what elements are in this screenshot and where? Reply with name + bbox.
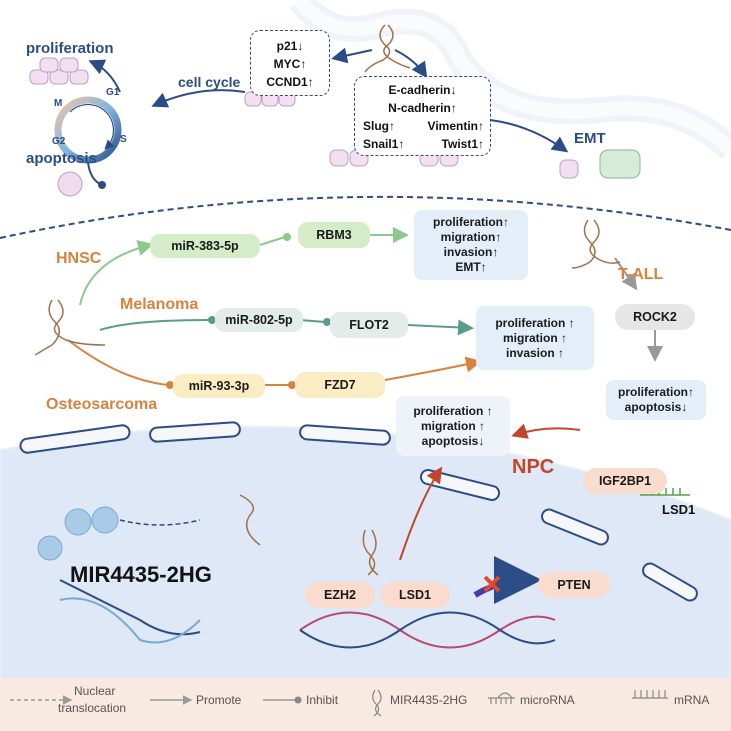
proliferation-label: proliferation	[26, 40, 114, 57]
emt-slug: Slug↑	[363, 119, 395, 133]
outcome-tall-2: apoptosis↓	[624, 400, 688, 414]
gene-myc: MYC↑	[273, 57, 307, 71]
lncrna-icon	[364, 24, 411, 73]
pten-box: PTEN	[538, 572, 610, 598]
emt-gene-arrow	[394, 49, 428, 79]
outcome-melanoma: proliferation ↑ migration ↑ invasion ↑	[476, 306, 594, 370]
legend-translocation-text: translocation	[58, 701, 127, 715]
lncrna-tall-icon	[571, 219, 621, 269]
outcome-hnsc-3: invasion↑	[443, 245, 499, 259]
cell-cluster-emt	[329, 149, 641, 179]
outcome-hnsc-2: migration↑	[440, 230, 502, 244]
npc-arrow	[511, 423, 581, 439]
cell-cycle-label: cell cycle	[178, 74, 241, 90]
fzd7-box: FZD7	[295, 372, 385, 398]
legend-nuclear-text: Nuclear	[74, 684, 116, 698]
legend-inhibit-text: Inhibit	[306, 693, 339, 707]
mir93-box: miR-93-3p	[173, 374, 265, 398]
cell-cluster-prolif	[29, 57, 89, 85]
lsd1-npc-label: LSD1	[662, 502, 696, 517]
legend-microrna-icon	[488, 692, 515, 704]
ezh2-box: EZH2	[305, 582, 375, 608]
outcome-tall-1: proliferation↑	[617, 385, 694, 399]
tall-label: T-ALL	[618, 266, 664, 283]
legend-mrna-text: mRNA	[674, 693, 710, 707]
emt-marker-box: E-cadherin↓ N-cadherin↑ Slug↑ Snail1↑ Vi…	[354, 76, 491, 156]
cell-membrane	[0, 195, 731, 239]
legend-lnc-icon	[372, 689, 382, 717]
phase-s: S	[120, 134, 127, 145]
phase-m: M	[54, 98, 63, 109]
cell-cycle-ring	[54, 96, 122, 164]
outcome-npc: proliferation ↑ migration ↑ apoptosis↓	[396, 396, 510, 456]
emt-vimentin: Vimentin↑	[427, 119, 484, 133]
emt-twist: Twist1↑	[441, 137, 484, 151]
lncrna-mid-icon	[34, 299, 106, 356]
emt-arrow	[489, 119, 569, 153]
apoptosis-label: apoptosis	[26, 150, 97, 167]
gene-ccnd1: CCND1↑	[266, 75, 314, 89]
outcome-melanoma-2: migration ↑	[502, 330, 567, 345]
gene-p21: p21↓	[276, 39, 304, 53]
outcome-tall: proliferation↑ apoptosis↓	[606, 380, 706, 420]
rbm3-box: RBM3	[298, 222, 370, 248]
middle-pathways	[67, 227, 663, 389]
pten-block-icon	[473, 556, 542, 605]
igf2bp1-box: IGF2BP1	[583, 468, 667, 494]
legend-microrna-text: microRNA	[520, 693, 575, 707]
lncrna-title: MIR4435-2HG	[70, 562, 212, 587]
emt-ncadherin: N-cadherin↑	[388, 101, 457, 115]
chromatin	[37, 506, 201, 644]
outcome-npc-2: migration ↑	[420, 418, 485, 433]
lncrna-nucleus-icon	[239, 494, 379, 576]
emt-snail: Snail1↑	[363, 137, 405, 151]
mir383-box: miR-383-5p	[150, 234, 260, 258]
outcome-hnsc-1: proliferation↑	[432, 215, 509, 229]
outcome-hnsc: proliferation↑ migration↑ invasion↑ EMT↑	[414, 210, 528, 280]
proliferation-arrow	[88, 59, 121, 93]
legend-bar	[0, 678, 731, 731]
rock2-box: ROCK2	[615, 304, 695, 330]
npc-label: NPC	[512, 456, 555, 478]
outcome-melanoma-1: proliferation ↑	[495, 315, 575, 330]
phase-g1: G1	[106, 87, 120, 98]
outcome-npc-3: apoptosis↓	[421, 433, 485, 448]
melanoma-label: Melanoma	[120, 296, 199, 313]
dna-helix	[299, 611, 556, 649]
phase-g2: G2	[52, 136, 66, 147]
outcome-hnsc-4: EMT↑	[455, 260, 487, 274]
hnsc-label: HNSC	[56, 250, 102, 267]
lsd1-box: LSD1	[380, 582, 450, 608]
endoplasmic-reticulum	[289, 0, 731, 160]
flot2-box: FLOT2	[330, 312, 408, 338]
emt-label: EMT	[574, 130, 606, 147]
nucleus-arrow	[399, 466, 443, 561]
emt-ecadherin: E-cadherin↓	[388, 83, 457, 97]
outcome-npc-1: proliferation ↑	[413, 403, 493, 418]
legend-promote-text: Promote	[196, 693, 242, 707]
legend-lnc-text: MIR4435-2HG	[390, 693, 468, 707]
gene-box: p21↓ MYC↑ CCND1↑	[250, 30, 330, 96]
gene-arrow	[331, 47, 373, 64]
cellcycle-arrow	[151, 89, 246, 108]
cell-cluster-apoptosis	[57, 171, 83, 197]
legend-mrna-icon	[632, 690, 668, 699]
outcome-melanoma-3: invasion ↑	[505, 345, 564, 360]
mir802-box: miR-802-5p	[215, 308, 303, 332]
osteosarcoma-label: Osteosarcoma	[46, 396, 158, 413]
